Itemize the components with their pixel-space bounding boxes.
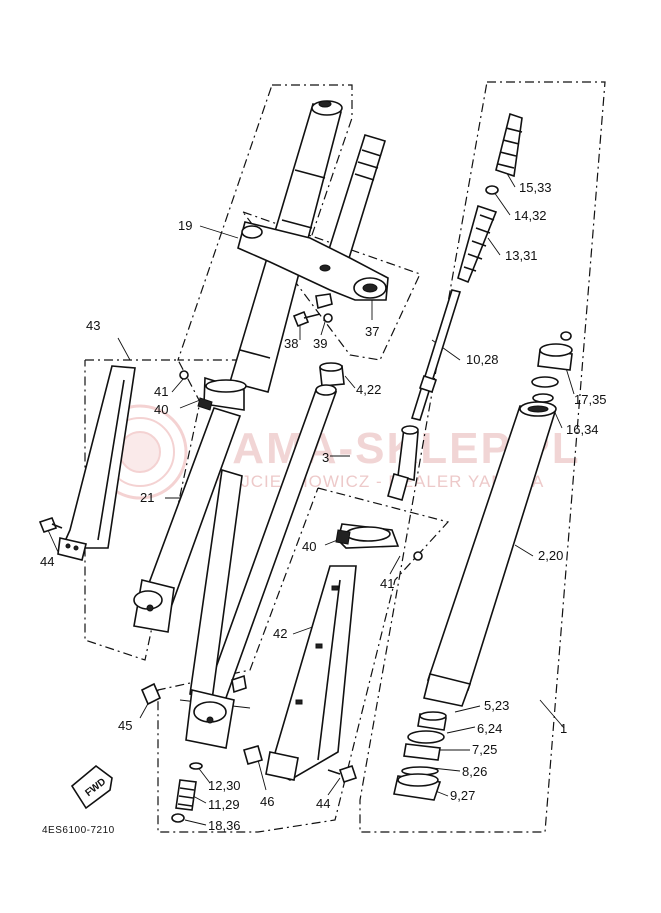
- cap-bolt-17-35: [531, 331, 573, 388]
- o-ring-16-34: [532, 393, 554, 403]
- callout-41-upper: 41: [154, 384, 168, 399]
- callout-1: 1: [560, 721, 567, 736]
- callout-17-35: 17,35: [574, 392, 607, 407]
- callout-40-upper: 40: [154, 402, 168, 417]
- callout-10-28: 10,28: [466, 352, 499, 367]
- washer-39: [323, 313, 333, 323]
- callout-labels: 19 37 38 39 43 41 40 21 3 4,22 10,28 13,…: [40, 180, 607, 833]
- bolt-46: [243, 745, 263, 765]
- callout-9-27: 9,27: [450, 788, 475, 803]
- fork-clamp-lower-right: [335, 523, 423, 561]
- bolt-44-left: [38, 517, 63, 533]
- steering-stem: [323, 134, 387, 269]
- spring-15-33: [495, 112, 523, 178]
- callout-3: 3: [322, 450, 329, 465]
- fork-clamp-upper-left: [179, 370, 247, 411]
- callout-39: 39: [313, 336, 327, 351]
- callout-40-lower: 40: [302, 539, 316, 554]
- callout-43: 43: [86, 318, 100, 333]
- collar-4-22: [319, 362, 345, 387]
- lower-left-leg: [185, 468, 247, 749]
- callout-38: 38: [284, 336, 298, 351]
- seal-stack: [393, 711, 447, 801]
- right-outer-tube: [423, 401, 557, 707]
- bolt-44-right: [327, 764, 358, 784]
- callout-21: 21: [140, 490, 154, 505]
- clip-37-part: [315, 293, 333, 310]
- callout-11-29: 11,29: [208, 797, 240, 812]
- callout-42: 42: [273, 626, 287, 641]
- callout-37: 37: [365, 324, 379, 339]
- left-outer-tube: [133, 407, 242, 633]
- callout-18-36: 18,36: [208, 818, 241, 833]
- callout-16-34: 16,34: [566, 422, 599, 437]
- damper-cylinder: [387, 425, 419, 501]
- bolt-11-29: [175, 779, 197, 811]
- callout-14-32: 14,32: [514, 208, 547, 223]
- callout-13-31: 13,31: [505, 248, 538, 263]
- seat-14-32: [485, 185, 499, 195]
- outline-right-fork: [359, 81, 606, 833]
- fork-guard-left: [57, 365, 136, 561]
- diagram-code: 4ES6100-7210: [42, 825, 115, 836]
- callout-15-33: 15,33: [519, 180, 552, 195]
- callout-4-22: 4,22: [356, 382, 381, 397]
- under-bracket: [237, 221, 389, 301]
- callout-41-lower: 41: [380, 576, 394, 591]
- callout-44-left: 44: [40, 554, 54, 569]
- callout-2-20: 2,20: [538, 548, 563, 563]
- callout-8-26: 8,26: [462, 764, 487, 779]
- callout-5-23: 5,23: [484, 698, 509, 713]
- callout-12-30: 12,30: [208, 778, 241, 793]
- fwd-arrow-icon: FWD: [70, 764, 113, 810]
- bracket-45: [140, 682, 162, 706]
- callout-19: 19: [178, 218, 192, 233]
- fork-guard-right: [265, 565, 357, 781]
- bolt-38: [292, 310, 321, 328]
- washer-12-30: [189, 762, 203, 770]
- callout-6-24: 6,24: [477, 721, 502, 736]
- washer-18-36: [171, 813, 185, 823]
- callout-45: 45: [118, 718, 132, 733]
- callout-44-right: 44: [316, 796, 330, 811]
- spring-13-31: [457, 204, 498, 284]
- callout-46: 46: [260, 794, 274, 809]
- rod-10-28: [410, 289, 462, 421]
- callout-7-25: 7,25: [472, 742, 497, 757]
